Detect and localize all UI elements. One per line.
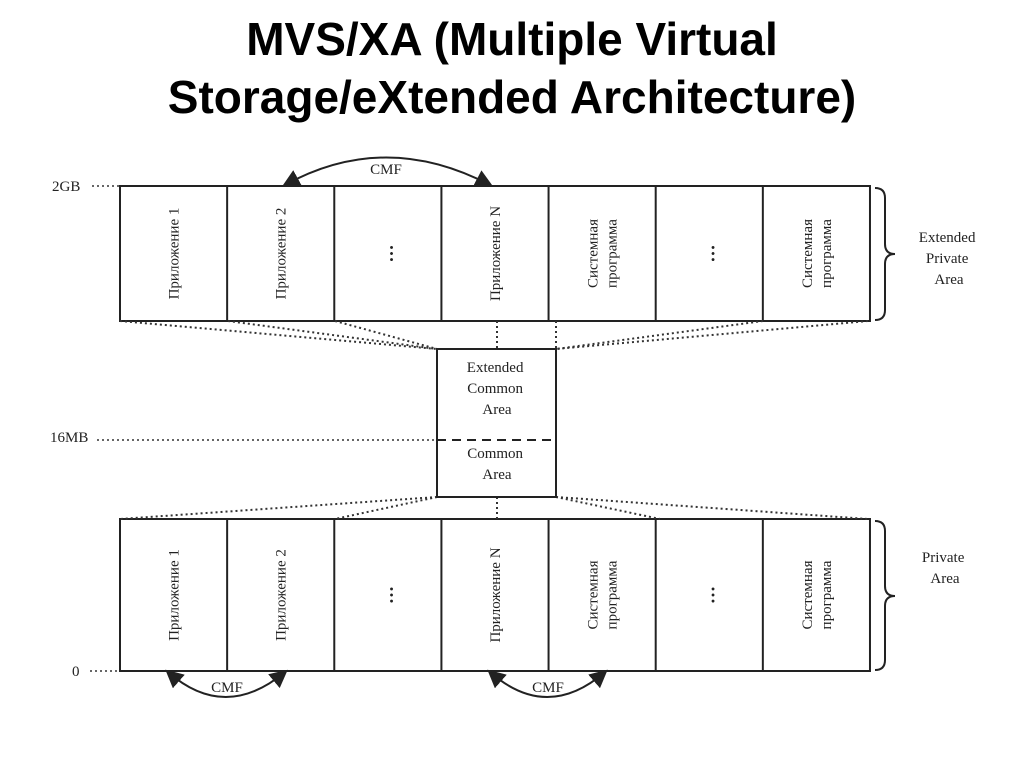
program-cell-label: Приложение N [488,547,504,642]
ellipsis-cell-label: … [698,245,718,263]
cmf-bottom-right-label: CMF [532,680,564,696]
title-line-1: MVS/XA (Multiple Virtual [246,13,778,65]
common-area-box [436,348,557,498]
level-label-16mb: 16MB [50,430,88,446]
common-area-label: Common Area [467,446,527,483]
program-cell-label: Приложение N [488,206,504,301]
ellipsis-cell-label: … [698,586,718,604]
cmf-bottom-left-arrow [165,669,288,698]
dotted-connectors [119,320,869,520]
extended-private-area-label: Extended Private Area [919,230,979,288]
program-cell-label: Приложение 1 [167,549,183,641]
cmf-bottom-left-label: CMF [211,680,243,696]
level-label-2gb: 2GB [52,179,80,195]
ellipsis-cell-label: … [377,245,397,263]
cmf-bottom-right-arrow [487,669,608,698]
extended-private-area-brace [874,187,896,321]
cmf-top-arrow [281,156,494,187]
extended-private-area-row: Приложение 1 Приложение 2 … Приложение N Сис… [119,185,871,322]
program-cell-label: Приложение 2 [274,208,290,300]
row-outline [119,185,871,322]
private-area-label: Private Area [922,550,968,587]
title-line-2: Storage/eXtended Architecture) [167,71,857,123]
private-area-row: Приложение 1 Приложение 2 … Приложение N Сис… [119,518,871,672]
program-cell-label: Приложение 2 [274,549,290,641]
slide-title: MVS/XA (Multiple Virtual Storage/eXtende… [0,10,1024,126]
cmf-top-label: CMF [370,162,402,178]
ellipsis-cell-label: … [377,586,397,604]
level-label-0: 0 [72,664,80,680]
private-area-brace [874,520,896,671]
extended-common-area-label: Extended Common Area [467,360,527,418]
program-cell-label: Приложение 1 [167,208,183,300]
